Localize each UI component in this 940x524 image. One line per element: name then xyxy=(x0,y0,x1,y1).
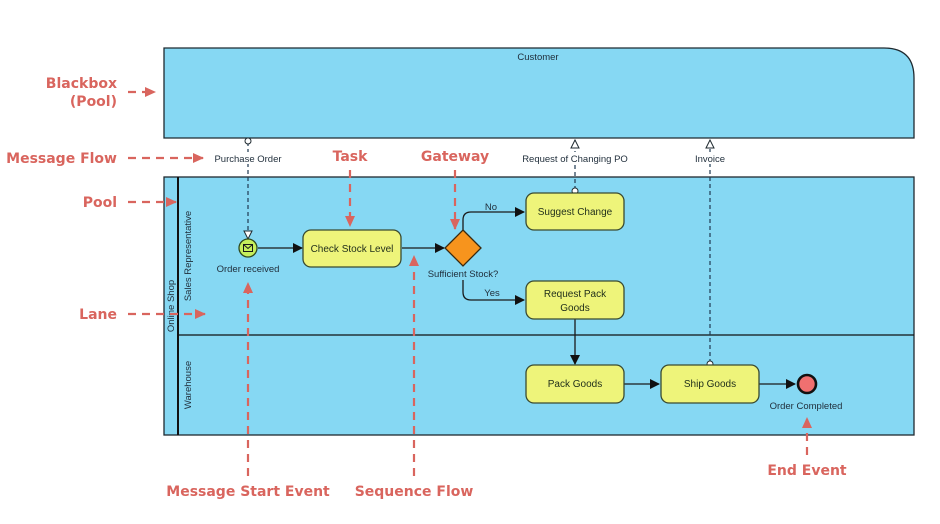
sequence-flow-yes[interactable] xyxy=(462,280,525,305)
exclusive-gateway[interactable]: Sufficient Stock? xyxy=(428,229,499,280)
annotation-sequence-flow: Sequence Flow xyxy=(355,255,474,500)
task-ship-goods[interactable]: Ship Goods xyxy=(660,364,760,404)
envelope-icon xyxy=(243,244,253,252)
message-start-event[interactable]: Order received xyxy=(217,238,280,275)
task-suggest-change[interactable]: Suggest Change xyxy=(525,192,625,231)
end-event[interactable]: Order Completed xyxy=(770,373,843,412)
task-check-stock-level[interactable]: Check Stock Level xyxy=(302,229,402,268)
message-flow-request-change[interactable]: Request of Changing PO xyxy=(510,140,640,195)
annotation-lane-text: Lane xyxy=(79,307,117,323)
task-label: Pack Goods xyxy=(548,379,602,390)
annotation-pool-text: Pool xyxy=(83,195,117,211)
lane-warehouse-label: Warehouse xyxy=(183,361,194,409)
task-request-pack-goods[interactable]: Request Pack Goods xyxy=(525,280,625,320)
task-label: Ship Goods xyxy=(684,379,736,390)
invoice-label: Invoice xyxy=(695,154,725,165)
annotation-sequence-flow-text: Sequence Flow xyxy=(355,484,474,500)
task-label-line1: Request Pack xyxy=(544,289,607,300)
annotation-gateway: Gateway xyxy=(421,149,489,230)
purchase-order-label: Purchase Order xyxy=(214,154,281,165)
lane-sales-representative-label: Sales Representative xyxy=(183,211,194,301)
annotation-message-flow-text: Message Flow xyxy=(6,151,117,167)
annotation-end-event-text: End Event xyxy=(767,463,847,479)
request-change-label: Request of Changing PO xyxy=(522,154,628,165)
customer-pool-label: Customer xyxy=(517,52,558,63)
annotation-lane: Lane xyxy=(79,307,206,323)
annotation-task-text: Task xyxy=(333,149,369,165)
message-flow-purchase-order[interactable]: Purchase Order xyxy=(205,137,291,239)
annotation-message-start-event: Message Start Event xyxy=(166,282,330,500)
flow-label-no: No xyxy=(485,202,497,213)
message-flow-invoice[interactable]: Invoice xyxy=(690,140,730,368)
task-label: Check Stock Level xyxy=(311,244,394,255)
annotation-end-event: End Event xyxy=(767,417,847,479)
sequence-flow-no[interactable] xyxy=(462,207,525,230)
online-shop-pool-label: Online Shop xyxy=(166,280,177,332)
annotation-pool: Pool xyxy=(83,195,177,211)
end-event-label: Order Completed xyxy=(770,401,843,412)
annotation-message-flow: Message Flow xyxy=(6,151,204,167)
annotation-gateway-text: Gateway xyxy=(421,149,489,165)
gateway-label: Sufficient Stock? xyxy=(428,269,499,280)
annotation-task: Task xyxy=(333,149,369,227)
annotation-blackbox-line2: (Pool) xyxy=(70,94,117,110)
annotation-message-start-event-text: Message Start Event xyxy=(166,484,330,500)
annotation-blackbox: Blackbox (Pool) xyxy=(46,76,156,110)
task-label: Suggest Change xyxy=(538,207,613,218)
annotation-blackbox-line1: Blackbox xyxy=(46,76,117,92)
task-pack-goods[interactable]: Pack Goods xyxy=(525,364,625,404)
task-label-line2: Goods xyxy=(560,303,589,314)
start-event-label: Order received xyxy=(217,264,280,275)
flow-label-yes: Yes xyxy=(484,288,500,299)
customer-pool[interactable]: Customer xyxy=(163,47,915,139)
